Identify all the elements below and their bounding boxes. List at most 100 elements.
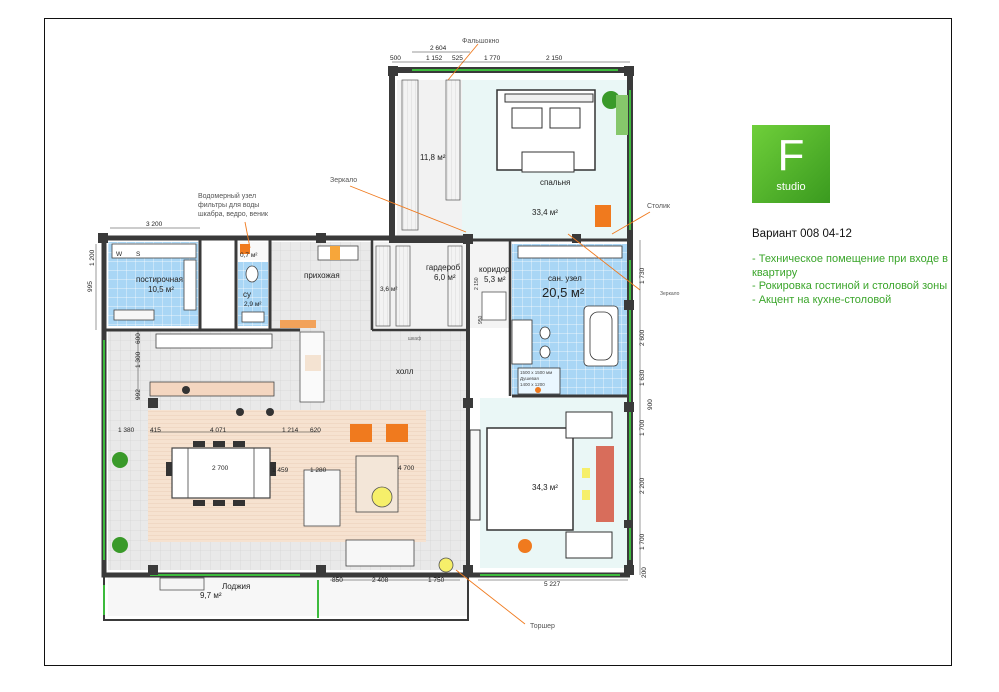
- bedroom2-orange-dot: [518, 539, 532, 553]
- wardrobe-big-area: 11,8 м²: [420, 153, 446, 162]
- dim-right-2600: 2 600: [639, 329, 646, 346]
- dim-right-2200: 2 200: [639, 477, 646, 494]
- wardrobe-area: 6,0 м²: [434, 273, 456, 282]
- bedroom2-chairs: [582, 468, 590, 500]
- dim-bottom-5227: 5 227: [544, 581, 561, 588]
- callout-filters: фильтры для воды: [198, 202, 259, 209]
- dim-top-500: 500: [390, 55, 401, 62]
- loggia-name: Лоджия: [222, 582, 250, 591]
- dimension-lines: [95, 51, 641, 581]
- dim-right-900: 900: [647, 399, 654, 410]
- bed-bedroom2: [469, 411, 613, 559]
- corridor-area: 5,3 м²: [484, 275, 506, 284]
- dim-left-600: 600: [135, 333, 142, 344]
- dim-bottom-850: 850: [332, 577, 343, 584]
- dim-left-3200: 3 200: [146, 221, 163, 228]
- dim-bottom-1750: 1 750: [428, 577, 445, 584]
- dim-left-1200: 1 200: [89, 249, 96, 266]
- wc-area: 2,9 м²: [244, 301, 262, 308]
- wc-fixtures: [241, 265, 265, 323]
- bedroom-window-plant: [616, 95, 628, 135]
- dim-mid-415: 415: [150, 427, 161, 434]
- dim-mid-1380: 1 380: [118, 427, 135, 434]
- dim-top-total: 2 604: [430, 45, 447, 52]
- torshere-lamp: [438, 557, 454, 573]
- hallway-furniture: [280, 245, 359, 403]
- bedroom-name: спальня: [540, 178, 570, 187]
- dim-bottom-2408: 2 408: [372, 577, 389, 584]
- bedroom2-area: 34,3 м²: [532, 483, 558, 492]
- bedroom2-desk: [596, 446, 614, 522]
- loggia-bench: [159, 577, 205, 591]
- dim-corr-2150: 2 150: [474, 277, 480, 290]
- dim-mid-1214: 1 214: [282, 427, 299, 434]
- bedroom-area: 33,4 м²: [532, 208, 558, 217]
- dim-table-2700: 2 700: [212, 465, 229, 472]
- corridor-bench: [481, 291, 507, 321]
- note-item: - Акцент на кухне-столовой: [752, 293, 892, 306]
- columns: [98, 66, 634, 575]
- wc-name: су: [243, 290, 251, 299]
- dim-right-1700b: 1 700: [639, 533, 646, 550]
- dim-top-2150: 2 150: [546, 55, 563, 62]
- loggia-area: 9,7 м²: [200, 591, 222, 600]
- laundry-area: 10,5 м²: [148, 285, 174, 294]
- hall-name: холл: [396, 367, 414, 376]
- callout-meter: Водомерный узел: [198, 192, 256, 200]
- note-item: - Техническое помещение при входе в квар…: [752, 253, 948, 279]
- dim-mid-1459: 1 459: [272, 467, 289, 474]
- plants-hall: [112, 452, 128, 553]
- dim-left-995: 995: [87, 281, 94, 292]
- orange-chair-bedroom: [595, 205, 611, 227]
- dim-mid-1280: 1 280: [310, 467, 327, 474]
- dining-chairs: [166, 441, 276, 506]
- bed-bedroom: [496, 89, 596, 173]
- logo-letter: F: [777, 131, 805, 180]
- bath-fixtures: [511, 245, 623, 395]
- dim-mid-620: 620: [310, 427, 321, 434]
- tech-area: 0,7 м²: [240, 252, 258, 259]
- laundry-s: S: [136, 251, 141, 258]
- bath-area: 20,5 м²: [542, 285, 585, 300]
- dim-top-1770: 1 770: [484, 55, 501, 62]
- logo-word: studio: [776, 181, 806, 193]
- dim-corr-950: 950: [478, 315, 484, 324]
- laundry-w: W: [116, 251, 123, 258]
- bath-note-3: 1400 x 1200: [520, 382, 545, 387]
- bath-note-2: Душевая: [520, 376, 539, 381]
- note-item: - Рокировка гостиной и столовой зоны: [752, 280, 948, 292]
- laundry-name: постирочная: [136, 275, 183, 284]
- dim-right-200: 200: [641, 567, 648, 578]
- laundry-fixtures: [111, 243, 197, 321]
- hallway-name: прихожая: [304, 271, 340, 280]
- coffee-table: [371, 486, 393, 508]
- hall-stools: [182, 386, 274, 416]
- bath-note-1: 1500 x 1500 мм: [520, 370, 552, 375]
- dim-mid-4071: 4 071: [210, 427, 227, 434]
- plant-bedroom: [602, 91, 620, 109]
- wardrobe-room-shelves: [375, 245, 463, 327]
- callout-wardrobe-inner: шкаф: [408, 336, 421, 342]
- callout-mirror2: Зеркало: [660, 291, 680, 297]
- dim-top-1152: 1 152: [426, 55, 443, 62]
- studio-logo: F studio: [752, 125, 830, 203]
- wardrobe-name: гардероб: [426, 263, 460, 272]
- callout-mirror: Зеркало: [330, 177, 357, 184]
- armchairs: [350, 424, 408, 442]
- closet-area: 3,6 м²: [380, 286, 398, 293]
- corridor-name: коридор: [479, 265, 510, 274]
- bath-orange-dot: [535, 387, 541, 393]
- tech-orange: [240, 244, 250, 254]
- callout-torshere: Торшер: [530, 623, 555, 630]
- variant-title: Вариант 008 04-12: [752, 228, 852, 240]
- dim-right-1630: 1 630: [639, 369, 646, 386]
- dim-right-1700a: 1 700: [639, 419, 646, 436]
- dim-top-525: 525: [452, 55, 463, 62]
- design-notes: - Техническое помещение при входе в квар…: [752, 253, 952, 307]
- callout-cabinet: шкабра, ведро, веник: [198, 210, 269, 218]
- bath-name: сан. узел: [548, 274, 582, 283]
- dim-mid-4700: 4 700: [398, 465, 415, 472]
- dim-left-992: 992: [135, 389, 142, 400]
